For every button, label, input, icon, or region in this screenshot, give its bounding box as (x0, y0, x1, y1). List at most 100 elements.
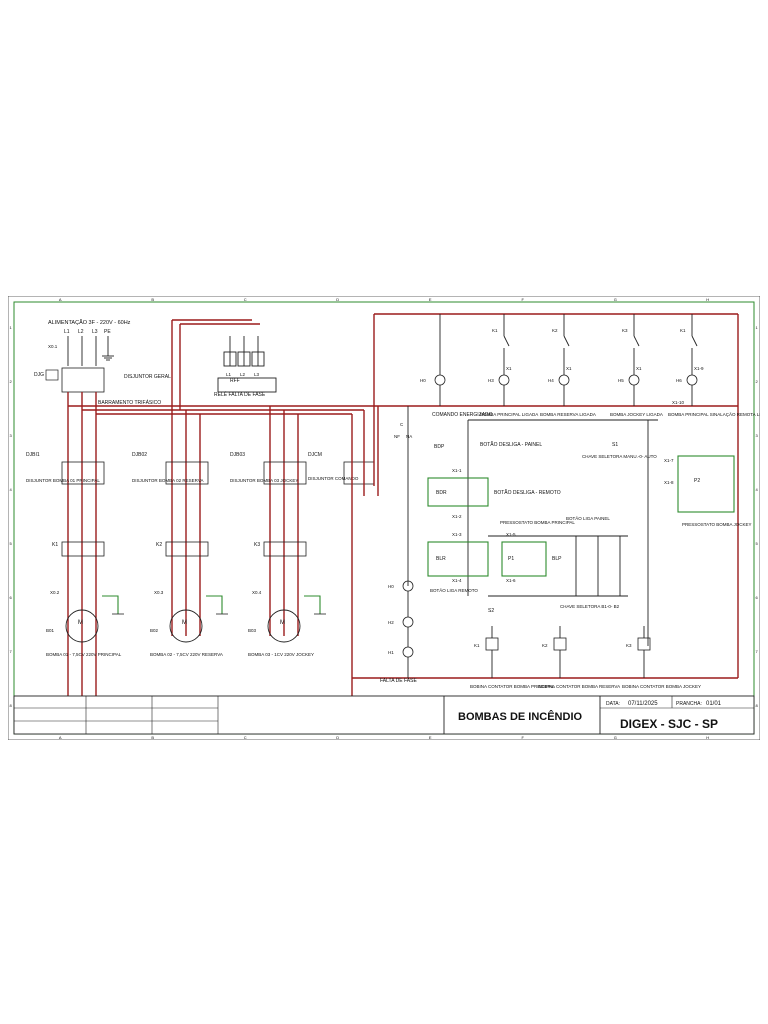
terminal-x1-10: X1-10 (672, 400, 685, 405)
grid-column-label: F (522, 735, 525, 740)
fault-lamp-tag: H0 (388, 584, 394, 589)
grid-column-label: A (59, 735, 62, 740)
branch-terminal: X0.2 (50, 590, 60, 595)
grid-column-label: H (706, 735, 709, 740)
terminal-x1-3: X1-3 (452, 532, 462, 537)
signal-terminal: X1 (506, 366, 512, 371)
signal-terminal: X1 (636, 366, 642, 371)
off-remote-tag: BDR (436, 490, 447, 496)
phase-relay-label: RELÉ FALTA DE FASE (214, 391, 266, 398)
busbar-label: BARRAMENTO TRIFÁSICO (98, 399, 161, 406)
svg-text:M: M (182, 620, 187, 626)
coil-tag: K2 (542, 643, 548, 648)
outer-frame (8, 296, 760, 740)
pressostat-jockey-tag: P2 (694, 478, 700, 484)
pressostat-main-tag: P1 (508, 556, 514, 562)
selector-top-tag: S1 (612, 442, 618, 448)
grid-row-label: 7 (10, 649, 13, 654)
signal-lamp-tag: H3 (488, 378, 494, 383)
grid-column-label: B (151, 297, 154, 302)
off-remote-label: BOTÃO DESLIGA - REMOTO (494, 489, 561, 496)
phase-relay-tag: RFF (230, 378, 240, 384)
grid-column-label: H (706, 297, 709, 302)
main-breaker-box (61, 367, 105, 393)
signal-terminal: X1 (566, 366, 572, 371)
signal-lamp-tag: H6 (676, 378, 682, 383)
grid-column-label: E (429, 735, 432, 740)
terminal-x1-2: X1-2 (452, 514, 462, 519)
project-title: BOMBAS DE INCÊNDIO (458, 710, 583, 723)
svg-text:M: M (280, 620, 285, 626)
branch-breaker-tag: DJB03 (230, 452, 245, 458)
signal-lamp-tag: H5 (618, 378, 624, 383)
remote-off-box (427, 477, 489, 507)
on-panel-tag: BLP (552, 556, 562, 562)
branch-breaker-tag: DJB02 (132, 452, 147, 458)
grid-column-label: C (244, 735, 247, 740)
energized-lamp-tag: H0 (420, 378, 426, 383)
branch-terminal: X0.4 (252, 590, 262, 595)
grid-column-label: E (429, 297, 432, 302)
off-panel-tag: BDP (434, 444, 445, 450)
signal-contact-tag: K1 (680, 328, 686, 333)
branch-breaker-label: DISJUNTOR BOMBA 02 RESERVA (132, 478, 204, 483)
motor-icon (267, 609, 301, 643)
svg-text:M: M (78, 620, 83, 626)
grid-row-label: 8 (10, 703, 13, 708)
motor-label: BOMBA 03 - 1CV 220V JOCKEY (248, 652, 314, 657)
coil-tag: K3 (626, 643, 632, 648)
terminal-x1-1: X1-1 (452, 468, 462, 473)
command-breaker-label: DISJUNTOR COMANDO (308, 476, 359, 481)
signal-contact-tag: K2 (552, 328, 558, 333)
branch-breaker-label: DISJUNTOR BOMBA 03 JOCKEY (230, 478, 298, 483)
pressostat-jockey-label: PRESSOSTATO BOMBA JOCKEY (682, 522, 752, 527)
terminal-x1-7: X1-7 (664, 458, 674, 463)
motor-tag: B01 (46, 628, 55, 633)
grid-column-label: B (151, 735, 154, 740)
sheet-value: 01/01 (706, 701, 722, 707)
relay-c: C (400, 422, 404, 427)
motor-tag: B02 (150, 628, 159, 633)
terminal-x1-8: X1-8 (664, 480, 674, 485)
phase-fault-label: FALTA DE FASE (380, 678, 417, 684)
signal-contact-tag: K1 (492, 328, 498, 333)
relay-terminal-l3: L3 (254, 372, 260, 377)
phase-relay-block (217, 336, 277, 393)
relay-terminal-l1: L1 (226, 372, 232, 377)
motor-tag: B03 (248, 628, 257, 633)
phase-pe: PE (104, 329, 111, 335)
selector-top-label: CHAVE SELETORA MANU.-0- AUTO (582, 454, 657, 459)
x0-1-label: X0.1 (48, 344, 58, 349)
command-feed (351, 313, 739, 696)
grid-row-label: 4 (756, 487, 759, 492)
three-phase-busbar (67, 319, 378, 696)
grid-row-label: 5 (756, 541, 759, 546)
phase-l2: L2 (78, 329, 84, 335)
terminal-x1-6: X1-6 (506, 578, 516, 583)
grid-row-label: 3 (756, 433, 759, 438)
on-panel-label: BOTÃO LIGA PAINEL (566, 515, 610, 521)
grid-row-label: 3 (10, 433, 13, 438)
grid-row-label: 4 (10, 487, 13, 492)
grid-row-label: 5 (10, 541, 13, 546)
start-contacts (488, 535, 628, 597)
signal-contact-tag: K3 (622, 328, 628, 333)
branch-reserva: DJB02 DISJUNTOR BOMBA 02 RESERVA K2 X0.3… (132, 406, 228, 657)
branch-contactor: K3 (254, 542, 260, 548)
signal-label: BOMBA JOCKEY LIGADA (610, 412, 663, 417)
grid-column-label: D (336, 297, 339, 302)
grid-row-label: 7 (756, 649, 759, 654)
branch-contactor: K2 (156, 542, 162, 548)
grid-column-label: C (244, 297, 247, 302)
signal-label: BOMBA PRINCIPAL LIGADA (480, 412, 538, 417)
phase-l1: L1 (64, 329, 70, 335)
